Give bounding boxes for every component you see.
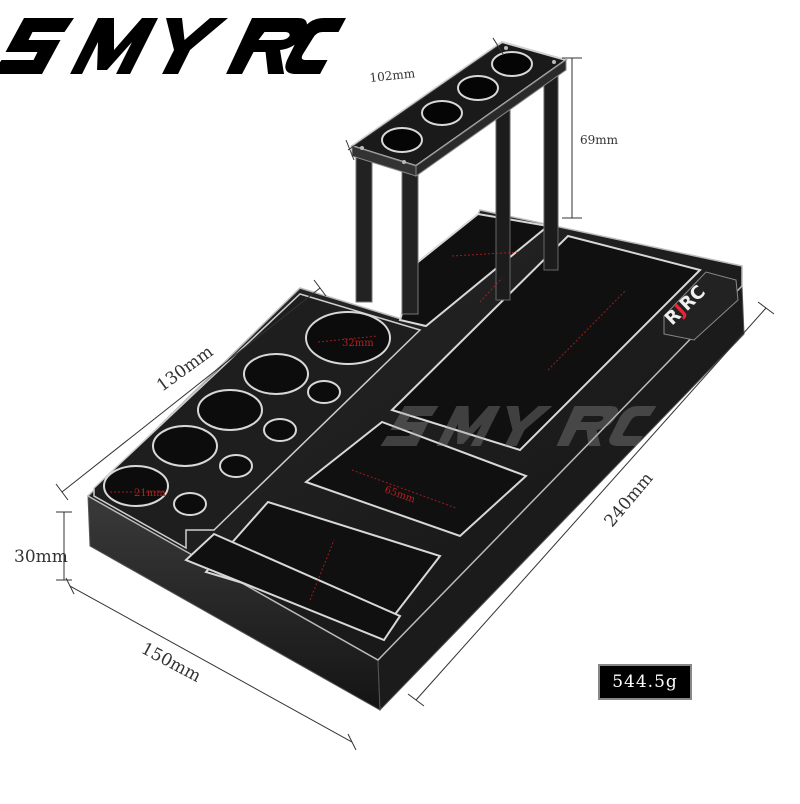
round-holes xyxy=(103,311,391,516)
tool-stand xyxy=(349,40,569,315)
dimension-lines xyxy=(55,37,775,751)
dim-tray-height: 30mm xyxy=(14,547,68,567)
dim-tray-width: 150mm xyxy=(138,639,205,687)
tray-compartments xyxy=(184,212,702,642)
inner-measure-lines xyxy=(110,251,627,601)
dim-stand-height: 69mm xyxy=(580,133,619,147)
dim-tray-length: 240mm xyxy=(601,469,658,531)
dim-hole-large: 32mm xyxy=(342,338,374,349)
dim-stand-width: 102mm xyxy=(369,66,416,85)
dim-hole-small: 21mm xyxy=(134,488,166,499)
weight-label: 544.5g xyxy=(598,664,692,700)
watermark xyxy=(380,406,657,446)
brand-logo xyxy=(0,18,347,74)
